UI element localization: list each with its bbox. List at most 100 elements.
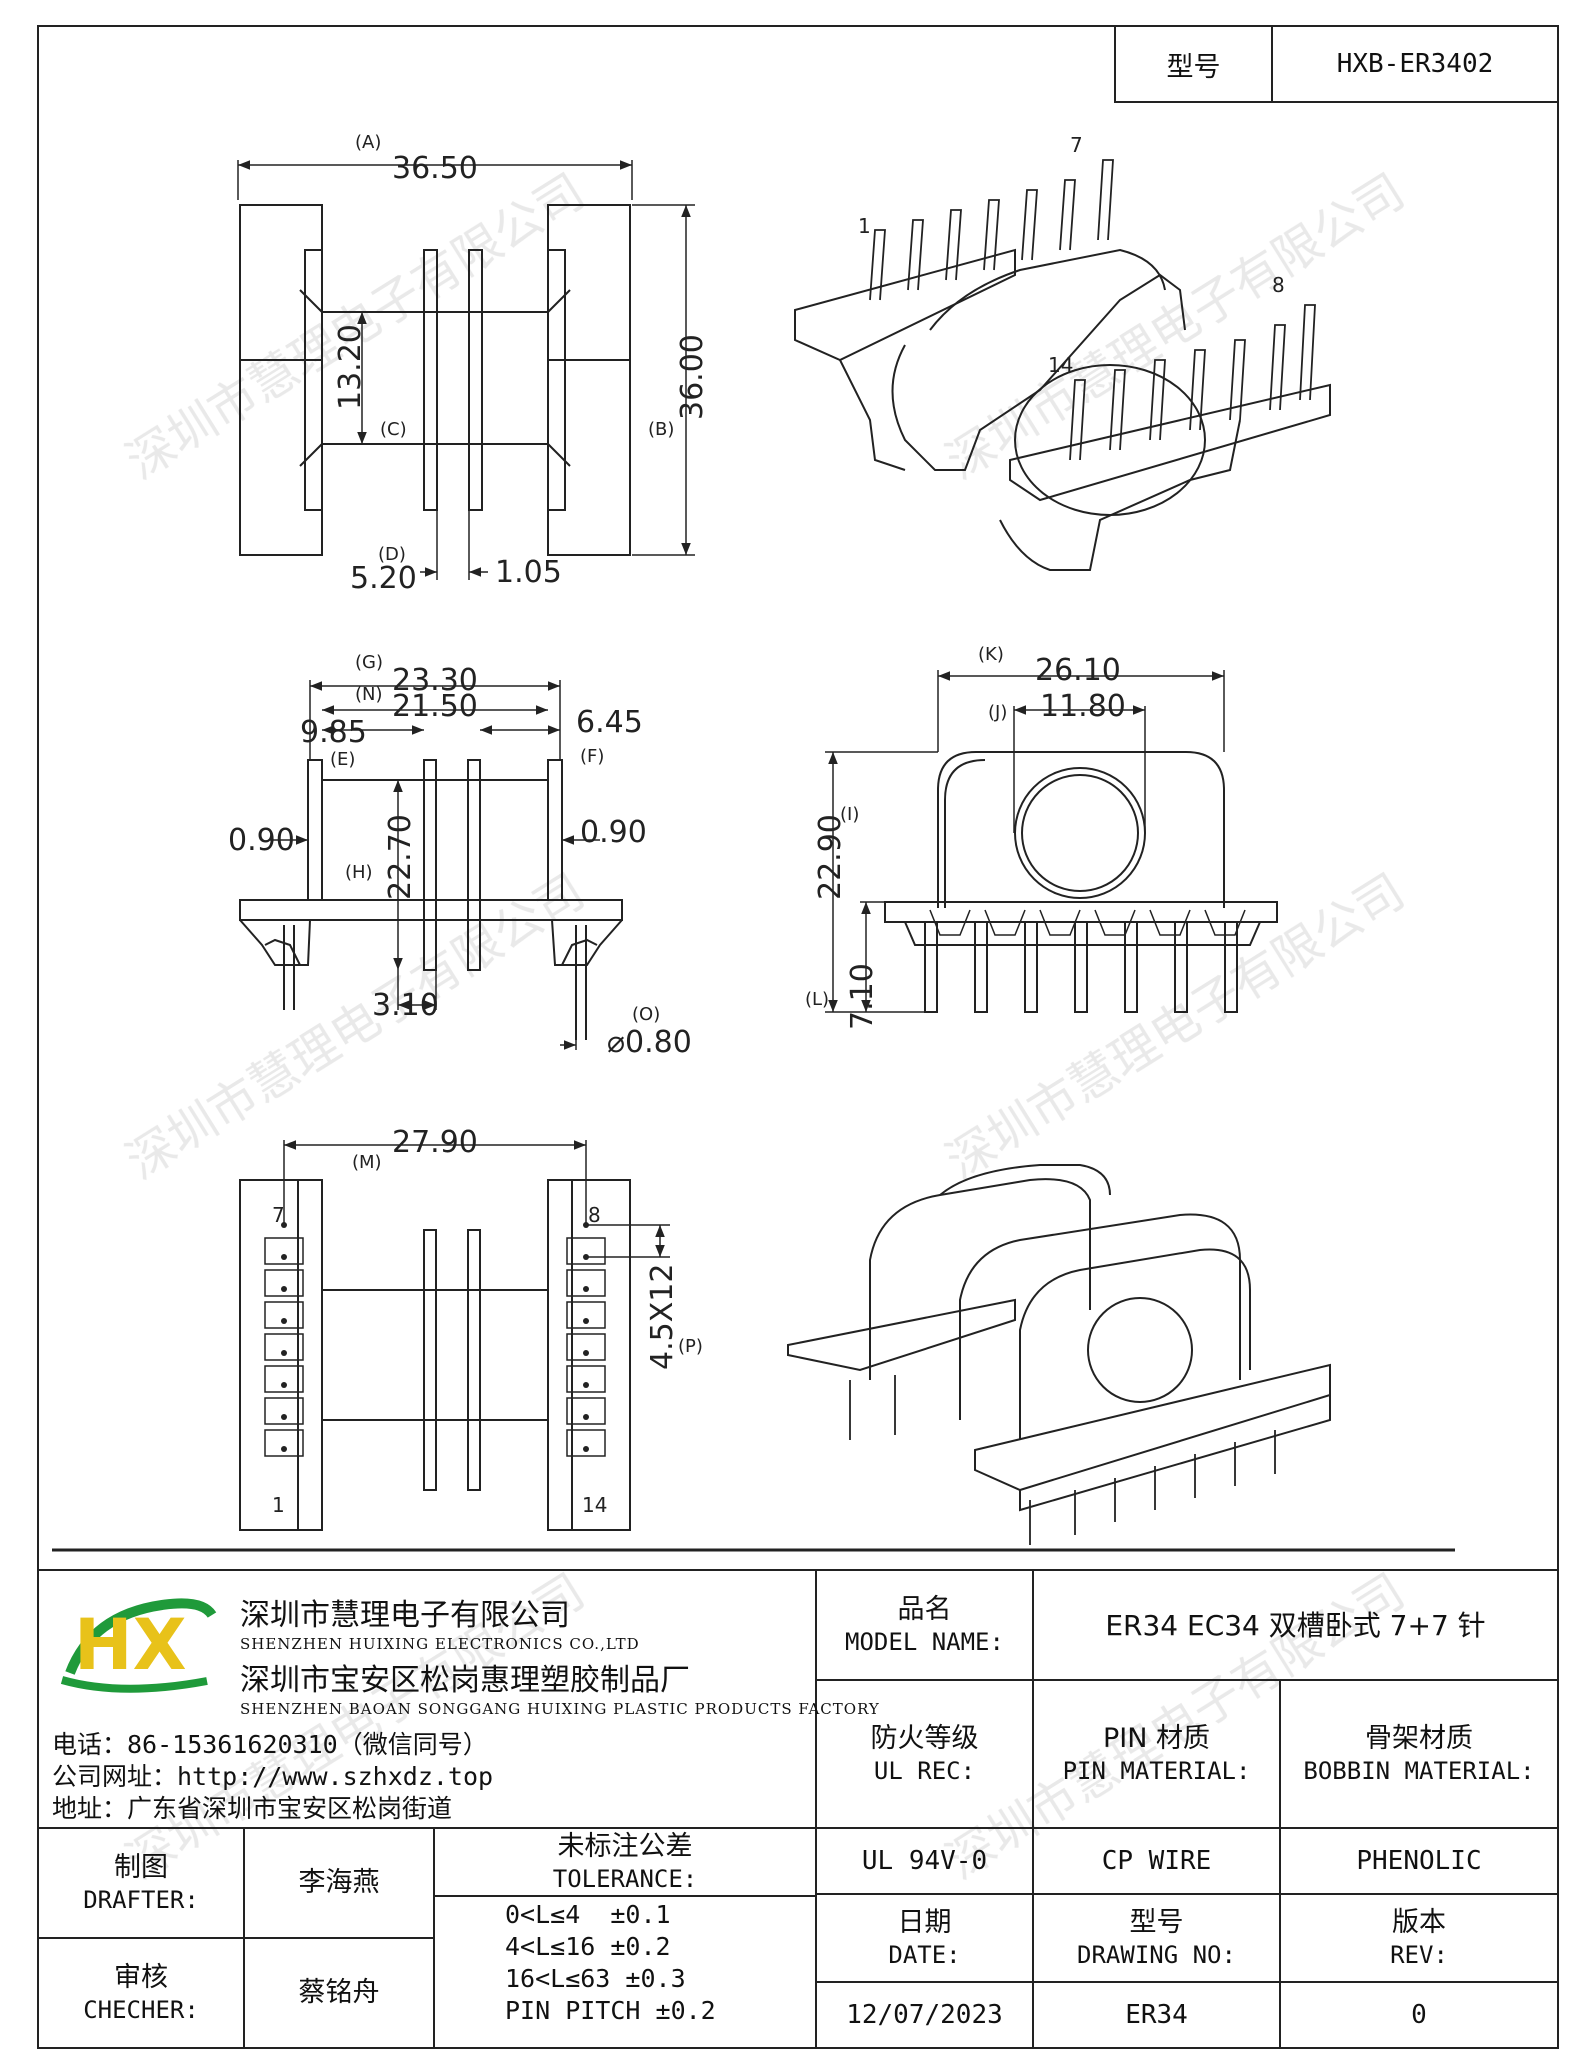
dim-value: 0.90	[580, 815, 647, 850]
dim-label: (M)	[352, 1152, 382, 1173]
dim-label: (L)	[805, 989, 829, 1010]
drawing-no-zh: 型号	[1129, 1907, 1184, 1939]
dim-value: 27.90	[392, 1125, 478, 1160]
pin-number: 7	[272, 1203, 285, 1227]
dim-value: 3.10	[372, 988, 439, 1023]
checker-header: 审核 CHECHER:	[38, 1938, 244, 2048]
model-name-en: MODEL NAME:	[845, 1627, 1004, 1656]
dim-value: 0.90	[228, 823, 295, 858]
drawing-no-value: ER34	[1125, 1999, 1188, 2030]
front-view-labels: (G) 23.30 (N) 21.50 9.85 6.45 (E) (F) 0.…	[228, 652, 692, 1060]
bottom-view-labels: 27.90 (M) 4.5X12 (P) 7 8 1 14	[272, 1125, 703, 1517]
date-en: DATE:	[888, 1940, 961, 1969]
bobbin-material-value: PHENOLIC	[1356, 1845, 1482, 1876]
date-value: 12/07/2023	[846, 1999, 1003, 2030]
drafter-value: 李海燕	[298, 1867, 380, 1899]
pin-material-header: PIN 材质 PIN MATERIAL:	[1033, 1680, 1280, 1828]
pin-material-value: CP WIRE	[1101, 1845, 1212, 1876]
dim-value: 23.30	[392, 663, 478, 698]
dim-value: 4.5X12	[645, 1264, 680, 1370]
dim-value: 9.85	[300, 715, 367, 750]
drafter-zh: 制图	[114, 1852, 168, 1884]
model-label: 型号	[1166, 51, 1221, 83]
logo-text: HX	[74, 1604, 187, 1686]
checker-value: 蔡铭舟	[298, 1977, 380, 2009]
tolerance-zh: 未标注公差	[557, 1831, 693, 1863]
drafter-en: DRAFTER:	[83, 1885, 199, 1914]
tolerance-line: PIN PITCH ±0.2	[505, 1996, 716, 2025]
bobbin-material-header: 骨架材质 BOBBIN MATERIAL:	[1280, 1680, 1558, 1828]
dim-value: 6.45	[576, 705, 643, 740]
tolerance-en: TOLERANCE:	[552, 1864, 698, 1893]
pin-number: 8	[588, 1203, 601, 1227]
model-name-zh: 品名	[897, 1594, 952, 1626]
pin-number: 14	[1048, 353, 1073, 377]
rev-en: REV:	[1390, 1940, 1448, 1969]
dim-label: (C)	[380, 419, 407, 440]
date-header: 日期 DATE:	[816, 1894, 1033, 1982]
dim-value: 7.10	[845, 963, 880, 1030]
bobbin-material-en: BOBBIN MATERIAL:	[1303, 1756, 1535, 1785]
watermark-4: 深圳市慧理电子有限公司	[937, 863, 1414, 1190]
watermark-2: 深圳市慧理电子有限公司	[937, 163, 1414, 490]
dim-value: 22.90	[813, 814, 848, 900]
dim-label: (H)	[345, 862, 373, 883]
dim-value: 36.00	[675, 334, 710, 420]
dim-label: (D)	[378, 544, 406, 565]
dim-value: ⌀0.80	[607, 1025, 692, 1060]
fire-rating-en: UL REC:	[873, 1756, 976, 1785]
website: 公司网址：http://www.szhxdz.top	[52, 1762, 494, 1791]
pin-material-en: PIN MATERIAL:	[1062, 1756, 1251, 1785]
pin-number: 14	[582, 1493, 607, 1517]
dim-label: (O)	[632, 1004, 660, 1025]
pin-number: 1	[272, 1493, 285, 1517]
dim-value: 22.70	[383, 814, 418, 900]
dim-label: (P)	[678, 1336, 703, 1357]
iso-top-labels: 7 1 8 14	[858, 133, 1285, 377]
dim-value: 11.80	[1040, 689, 1126, 724]
checker-en: CHECHER:	[83, 1995, 199, 2024]
checker-zh: 审核	[114, 1962, 168, 1994]
rev-zh: 版本	[1392, 1907, 1446, 1939]
dim-label: (F)	[580, 746, 604, 767]
dim-value: 36.50	[392, 151, 478, 186]
dim-value: 13.20	[333, 324, 368, 410]
dim-label: (G)	[355, 652, 383, 673]
pin-number: 8	[1272, 273, 1285, 297]
phone: 电话：86-15361620310（微信同号）	[52, 1730, 488, 1759]
company-name-2: 深圳市宝安区松岗惠理塑胶制品厂	[240, 1663, 690, 1698]
tolerance-line: 16<L≤63 ±0.3	[505, 1964, 686, 1993]
company-name-1-en: SHENZHEN HUIXING ELECTRONICS CO.,LTD	[240, 1635, 640, 1653]
model-name-value: ER34 EC34 双槽卧式 7+7 针	[1105, 1608, 1486, 1642]
frame	[37, 25, 1559, 2049]
tolerance-line: 0<L≤4 ±0.1	[505, 1900, 671, 1929]
bottom-view-pins	[281, 1222, 589, 1452]
dim-value: 21.50	[392, 689, 478, 724]
fire-rating-value: UL 94V-0	[861, 1845, 988, 1876]
side-view-labels: (K) 26.10 (J) 11.80 22.90 (I) (L) 7.10	[805, 644, 1126, 1030]
iso-view-bottom	[787, 1164, 1331, 1545]
company-name-1: 深圳市慧理电子有限公司	[240, 1598, 570, 1633]
company-name-2-en: SHENZHEN BAOAN SONGGANG HUIXING PLASTIC …	[240, 1700, 880, 1718]
dim-label: (B)	[648, 419, 674, 440]
top-view	[237, 160, 695, 580]
pin-number: 7	[1070, 133, 1083, 157]
dim-label: (I)	[840, 804, 859, 825]
tolerance-line: 4<L≤16 ±0.2	[505, 1932, 671, 1961]
fire-rating-header: 防火等级 UL REC:	[816, 1680, 1033, 1828]
dim-value: 26.10	[1035, 653, 1121, 688]
rev-value: 0	[1411, 1999, 1427, 2030]
drafter-header: 制图 DRAFTER:	[38, 1828, 244, 1938]
fire-rating-zh: 防火等级	[870, 1723, 979, 1755]
dim-label: (J)	[988, 702, 1007, 723]
iso-view-top	[794, 159, 1331, 571]
address: 地址：广东省深圳市宝安区松岗街道	[52, 1794, 453, 1823]
dim-label: (A)	[355, 132, 381, 153]
drawing-no-en: DRAWING NO:	[1077, 1940, 1236, 1969]
dim-label: (E)	[330, 749, 355, 770]
dim-value: 1.05	[495, 555, 562, 590]
model-name-header: 品名 MODEL NAME:	[816, 1570, 1033, 1680]
bobbin-material-zh: 骨架材质	[1365, 1723, 1473, 1755]
